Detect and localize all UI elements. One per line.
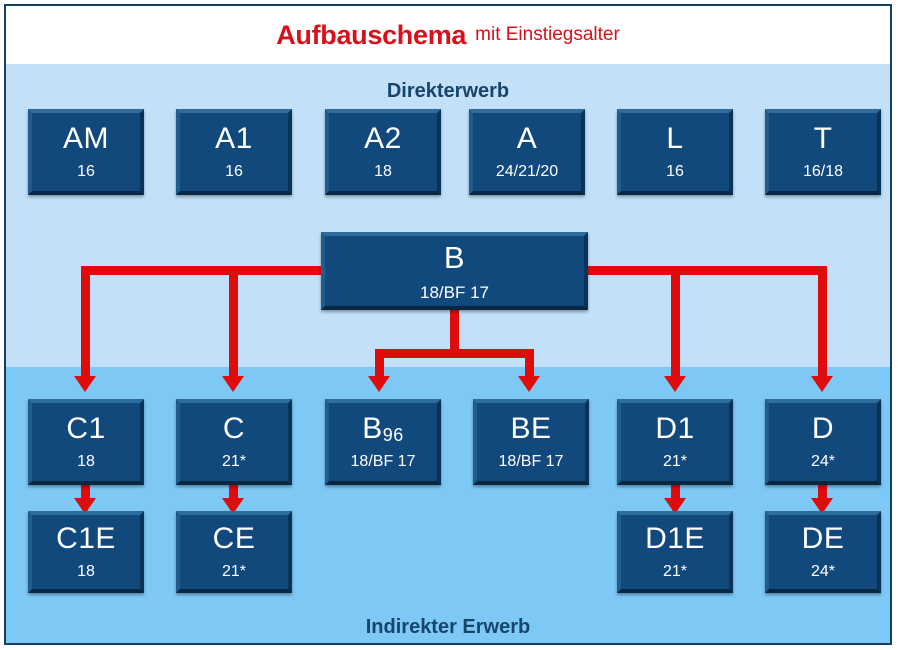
connector-bus-left <box>81 266 326 275</box>
node-C1[interactable]: C1 18 <box>28 399 144 485</box>
direkterwerb-band <box>6 64 890 367</box>
connector-drop-d1e <box>671 481 680 503</box>
node-D[interactable]: D 24* <box>765 399 881 485</box>
section-label-direkterwerb: Direkterwerb <box>386 80 510 102</box>
node-B96-subscript: 96 <box>382 425 404 445</box>
node-B-age: 18/BF 17 <box>420 282 489 302</box>
arrowhead-d1 <box>664 376 686 392</box>
page-title: Aufbauschema mit Einstiegsalter <box>6 6 890 64</box>
node-A2[interactable]: A2 18 <box>325 109 441 195</box>
node-C1E[interactable]: C1E 18 <box>28 511 144 593</box>
node-D-code: D <box>811 412 835 445</box>
connector-bus-right <box>584 266 827 275</box>
node-L-code: L <box>666 122 684 155</box>
node-D1E[interactable]: D1E 21* <box>617 511 733 593</box>
node-D1[interactable]: D1 21* <box>617 399 733 485</box>
node-C-age: 21* <box>221 453 247 470</box>
connector-drop-c1 <box>81 266 90 378</box>
node-L-age: 16 <box>666 163 684 180</box>
node-T-code: T <box>813 122 833 155</box>
node-AM[interactable]: AM 16 <box>28 109 144 195</box>
connector-drop-d <box>818 266 827 378</box>
node-A-age: 24/21/20 <box>495 163 559 180</box>
section-label-indirekter-erwerb: Indirekter Erwerb <box>365 616 531 638</box>
arrowhead-c1 <box>74 376 96 392</box>
node-D-age: 24* <box>810 453 836 470</box>
node-C[interactable]: C 21* <box>176 399 292 485</box>
node-A2-code: A2 <box>364 122 402 155</box>
node-C1-age: 18 <box>77 453 95 470</box>
arrowhead-b96 <box>368 376 390 392</box>
node-CE[interactable]: CE 21* <box>176 511 292 593</box>
node-B96[interactable]: B96 18/BF 17 <box>325 399 441 485</box>
title-main: Aufbauschema <box>276 19 467 50</box>
node-A-code: A <box>516 122 538 155</box>
node-A1-code: A1 <box>215 122 253 155</box>
node-T-age: 16/18 <box>802 163 844 180</box>
node-A1-age: 16 <box>225 163 243 180</box>
node-C-code: C <box>222 412 246 445</box>
node-CE-age: 21* <box>221 563 247 580</box>
arrowhead-d1e <box>664 498 686 514</box>
title-subtitle: mit Einstiegsalter <box>475 24 620 45</box>
connector-drop-d1 <box>671 266 680 378</box>
indirekter-erwerb-band <box>6 367 890 643</box>
node-D1-code: D1 <box>655 412 695 445</box>
connector-drop-c <box>229 266 238 378</box>
node-A2-age: 18 <box>374 163 392 180</box>
node-T[interactable]: T 16/18 <box>765 109 881 195</box>
connector-b-stem <box>450 305 459 353</box>
connector-drop-b96 <box>375 349 384 378</box>
node-B96-code: B96 <box>362 412 404 445</box>
node-A[interactable]: A 24/21/20 <box>469 109 585 195</box>
node-BE-age: 18/BF 17 <box>498 453 564 470</box>
node-DE-age: 24* <box>810 563 836 580</box>
node-B-code: B <box>443 239 466 275</box>
node-A1[interactable]: A1 16 <box>176 109 292 195</box>
node-B96-base: B <box>362 412 383 445</box>
node-DE[interactable]: DE 24* <box>765 511 881 593</box>
arrowhead-ce <box>222 498 244 514</box>
connector-b-split <box>375 349 534 358</box>
arrowhead-c1e <box>74 498 96 514</box>
arrowhead-d <box>811 376 833 392</box>
node-DE-code: DE <box>801 522 845 555</box>
node-B[interactable]: B 18/BF 17 <box>321 232 588 310</box>
node-BE-code: BE <box>510 412 552 445</box>
arrowhead-de <box>811 498 833 514</box>
header-band <box>6 6 890 64</box>
node-D1E-code: D1E <box>645 522 705 555</box>
node-D1E-age: 21* <box>662 563 688 580</box>
node-AM-code: AM <box>63 122 109 155</box>
node-CE-code: CE <box>212 522 256 555</box>
connector-drop-be <box>525 349 534 378</box>
node-C1E-code: C1E <box>56 522 116 555</box>
arrowhead-be <box>518 376 540 392</box>
node-D1-age: 21* <box>662 453 688 470</box>
node-AM-age: 16 <box>77 163 95 180</box>
connector-drop-c1e <box>81 481 90 503</box>
connector-drop-de <box>818 481 827 503</box>
diagram-frame: Aufbauschema mit Einstiegsalter Direkter… <box>4 4 892 645</box>
node-B96-age: 18/BF 17 <box>350 453 416 470</box>
node-L[interactable]: L 16 <box>617 109 733 195</box>
node-C1E-age: 18 <box>77 563 95 580</box>
node-C1-code: C1 <box>66 412 106 445</box>
connector-drop-ce <box>229 481 238 503</box>
arrowhead-c <box>222 376 244 392</box>
node-BE[interactable]: BE 18/BF 17 <box>473 399 589 485</box>
